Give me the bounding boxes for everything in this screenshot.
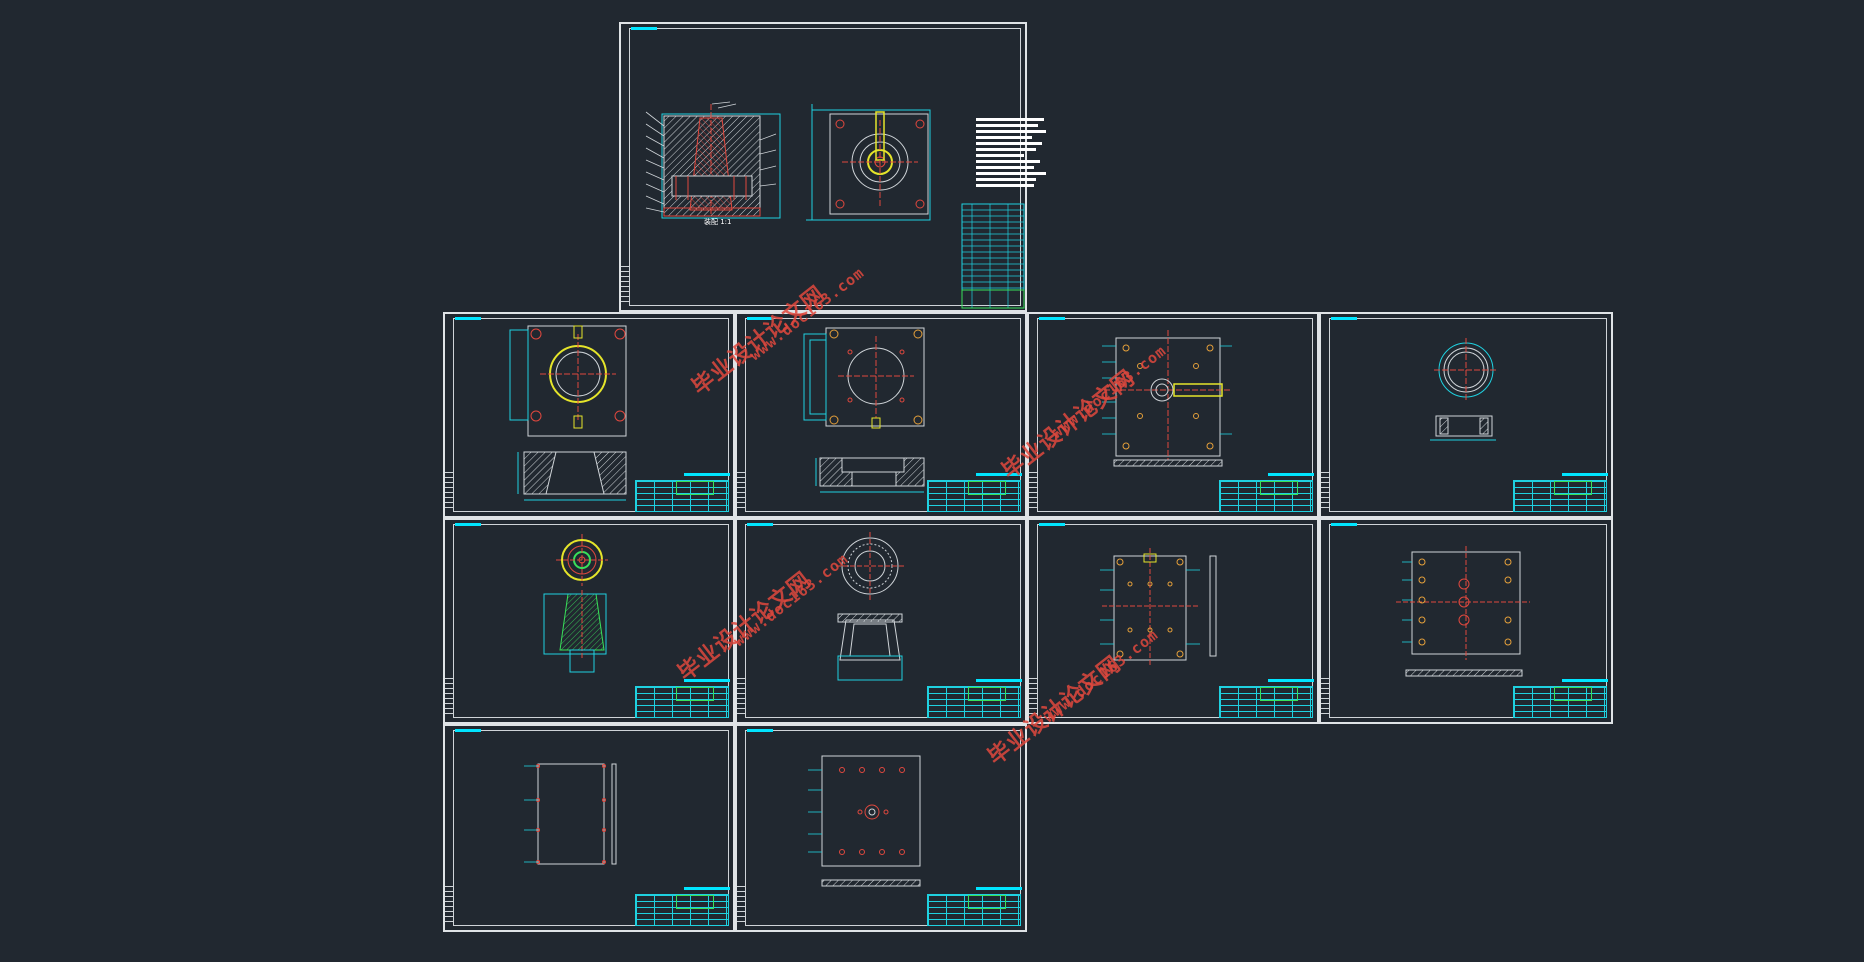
drawing-sheet-r1c3[interactable] <box>1027 312 1319 518</box>
sheet-revision-strip <box>1029 678 1038 718</box>
title-block-bar <box>684 473 730 476</box>
assembly-view-label: 装配 1:1 <box>704 217 732 226</box>
sheet-border <box>745 730 1021 926</box>
cavity-part-views <box>836 532 904 681</box>
drawing-sheet-r2c1[interactable] <box>443 518 735 724</box>
plate-top-view <box>509 325 627 437</box>
title-block <box>635 473 730 512</box>
sheet-tag <box>747 523 773 526</box>
drawing-sheet-r2c3[interactable] <box>1027 518 1319 724</box>
sheet-tag <box>455 729 481 732</box>
sheet-tag <box>1039 523 1065 526</box>
title-block <box>1513 679 1608 718</box>
sheet-border <box>1329 524 1607 718</box>
title-block-cell <box>968 481 1006 495</box>
sheet-revision-strip <box>737 886 746 926</box>
title-block-cell <box>1260 481 1298 495</box>
title-block-bar <box>1268 473 1314 476</box>
title-block-bar <box>684 887 730 890</box>
drawing-sheet-r1c1[interactable] <box>443 312 735 518</box>
title-block <box>927 473 1022 512</box>
plate-section-view <box>517 451 627 501</box>
sheet-revision-strip <box>737 678 746 718</box>
technical-requirements-notes <box>976 118 1046 187</box>
title-block <box>635 679 730 718</box>
sheet-tag <box>747 729 773 732</box>
core-part-views <box>543 534 608 673</box>
sheet-revision-strip <box>445 678 454 718</box>
title-block <box>1513 473 1608 512</box>
title-block-cell <box>968 687 1006 701</box>
drawing-sheet-r2c4[interactable] <box>1319 518 1613 724</box>
title-block-bar <box>1562 679 1608 682</box>
sheet-tag <box>1331 523 1357 526</box>
bill-of-materials-table <box>961 203 1025 309</box>
drawing-sheet-r3c2[interactable] <box>735 724 1027 932</box>
sheet-border <box>745 524 1021 718</box>
sheet-tag <box>1039 317 1065 320</box>
title-block <box>1219 473 1314 512</box>
title-block-cell <box>968 895 1006 909</box>
sheet-tag <box>455 317 481 320</box>
support-plate-top-view <box>1102 330 1232 467</box>
sheet-tag <box>631 27 657 30</box>
drawing-sheet-r1c4[interactable] <box>1319 312 1613 518</box>
drawing-sheet-r2c2[interactable] <box>735 518 1027 724</box>
base-plate-views <box>808 755 921 887</box>
plate-section-view-2 <box>815 457 925 493</box>
title-block <box>927 887 1022 926</box>
title-block-bar <box>684 679 730 682</box>
title-block-cell <box>1554 687 1592 701</box>
title-block-bar <box>1562 473 1608 476</box>
sheet-border <box>745 318 1021 512</box>
sheet-revision-strip <box>1029 472 1038 512</box>
backing-plate-views <box>524 763 617 865</box>
drawing-sheet-r3c1[interactable] <box>443 724 735 932</box>
assembly-top-view <box>806 104 931 221</box>
sheet-border <box>1037 524 1313 718</box>
title-block-bar <box>1268 679 1314 682</box>
ring-part-views <box>1430 338 1498 441</box>
sheet-border <box>453 730 729 926</box>
sheet-revision-strip <box>1321 678 1330 718</box>
sheet-revision-strip <box>445 472 454 512</box>
assembly-section-view <box>645 101 781 219</box>
title-block-cell <box>676 895 714 909</box>
title-block <box>1219 679 1314 718</box>
clamp-plate-top-view <box>1396 546 1530 677</box>
sheet-tag <box>1331 317 1357 320</box>
title-block-bar <box>976 473 1022 476</box>
sheet-border <box>453 524 729 718</box>
title-block-cell <box>676 687 714 701</box>
title-block <box>927 679 1022 718</box>
sheet-revision-strip <box>445 886 454 926</box>
sheet-border <box>1329 318 1607 512</box>
title-block-bar <box>976 887 1022 890</box>
sheet-revision-strip <box>621 266 630 306</box>
title-block <box>635 887 730 926</box>
sheet-revision-strip <box>737 472 746 512</box>
sheet-border <box>453 318 729 512</box>
title-block-cell <box>1554 481 1592 495</box>
ejector-plate-top-view <box>1100 548 1217 666</box>
sheet-revision-strip <box>1321 472 1330 512</box>
drawing-sheet-r1c2[interactable] <box>735 312 1027 518</box>
title-block-bar <box>976 679 1022 682</box>
title-block-cell <box>1260 687 1298 701</box>
plate-top-view-2 <box>803 327 925 429</box>
sheet-border <box>1037 318 1313 512</box>
title-block-cell <box>676 481 714 495</box>
sheet-tag <box>747 317 773 320</box>
sheet-tag <box>455 523 481 526</box>
